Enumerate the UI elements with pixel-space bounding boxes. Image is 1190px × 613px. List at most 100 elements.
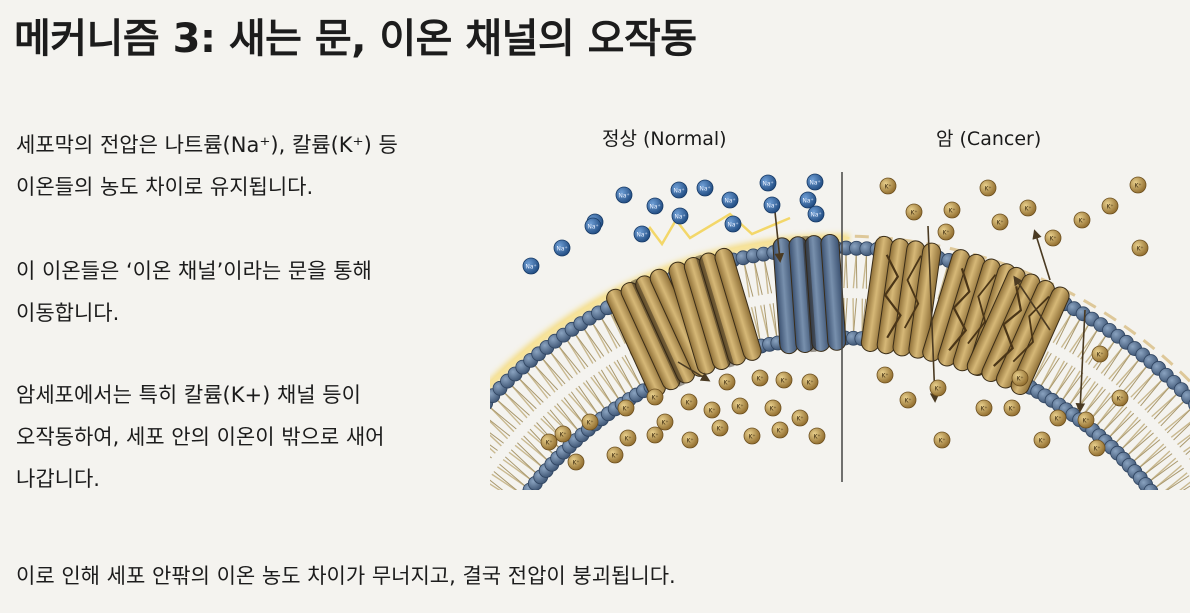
ion-label: Na⁺ <box>587 224 598 231</box>
ion-label: K⁺ <box>1134 183 1141 190</box>
lipid-tail <box>526 371 551 397</box>
lipid-tail <box>1108 410 1132 438</box>
ion-sphere <box>696 179 714 197</box>
lipid-tail <box>490 447 496 454</box>
lipid-tail <box>1055 313 1072 345</box>
k-ion: K⁺ <box>1011 369 1029 387</box>
lipid-tail <box>1069 323 1090 353</box>
ion-sphere <box>656 413 674 431</box>
ion-sphere <box>759 174 777 192</box>
ion-sphere <box>743 427 761 445</box>
lipid-tail <box>616 359 634 391</box>
ion-sphere <box>943 201 961 219</box>
k-ion: K⁺ <box>943 201 961 219</box>
ion-flow-arrow <box>677 361 711 382</box>
lipid-tail <box>1102 406 1128 432</box>
k-ion: K⁺ <box>771 421 789 439</box>
na-ion: Na⁺ <box>522 257 540 275</box>
lipid-tail <box>1072 324 1090 355</box>
k-ion: K⁺ <box>743 427 761 445</box>
lipid-tail <box>511 384 535 412</box>
lipid-tail <box>1179 481 1190 490</box>
lipid-tail <box>504 456 531 480</box>
channel-pore <box>630 278 685 387</box>
k-ion: K⁺ <box>801 373 819 391</box>
k-ion: K⁺ <box>899 391 917 409</box>
k-ion: K⁺ <box>979 179 997 197</box>
na-ion: Na⁺ <box>763 196 781 214</box>
na-ion: Na⁺ <box>721 191 739 209</box>
ion-label: Na⁺ <box>724 198 735 205</box>
lipid-tail <box>514 444 543 468</box>
ion-label: K⁺ <box>813 434 820 441</box>
ion-sphere <box>1077 411 1095 429</box>
lipid-tail <box>855 254 858 289</box>
k-ion: K⁺ <box>731 397 749 415</box>
lipid-tail <box>566 339 589 368</box>
ion-label: K⁺ <box>769 406 776 413</box>
k-ion: K⁺ <box>905 203 923 221</box>
lipid-tail <box>1100 346 1124 374</box>
ion-label: K⁺ <box>651 433 658 440</box>
ion-sphere <box>671 207 689 225</box>
ion-label: K⁺ <box>624 436 631 443</box>
ion-sphere <box>522 257 540 275</box>
lipid-tail <box>853 298 857 333</box>
lipid-tail <box>563 397 585 426</box>
lipid-tail <box>1144 450 1171 475</box>
ion-sphere <box>721 191 739 209</box>
ion-sphere <box>806 173 824 191</box>
lipid-tail <box>583 328 605 357</box>
lipid-tail <box>566 339 586 370</box>
ion-sphere <box>764 399 782 417</box>
na-ion: Na⁺ <box>799 191 817 209</box>
k-ion: K⁺ <box>1049 409 1067 427</box>
lipid-tail <box>1089 392 1111 421</box>
paragraph-line: 암세포에서는 특히 칼륨(K+) 채널 등이 <box>16 383 361 407</box>
ion-label: Na⁺ <box>727 222 738 229</box>
ion-flow-arrow <box>774 211 785 263</box>
channel-subunit <box>714 247 762 361</box>
paragraph-voltage: 세포막의 전압은 나트륨(Na⁺), 칼륨(K⁺) 등 이온들의 농도 차이로 … <box>16 124 486 208</box>
lipid-tail <box>759 305 770 339</box>
lipid-tail <box>533 364 556 393</box>
membrane-glow-line <box>490 236 850 387</box>
ion-sphere <box>905 203 923 221</box>
lipid-tail <box>1166 475 1190 490</box>
lipid-tail <box>1139 446 1167 469</box>
k-ion: K⁺ <box>540 433 558 451</box>
na-ion: Na⁺ <box>670 181 688 199</box>
k-ion: K⁺ <box>703 401 721 419</box>
ion-label: Na⁺ <box>802 198 813 205</box>
lipid-tail <box>556 403 579 431</box>
ion-sphere <box>703 401 721 419</box>
lipid-tail <box>1115 359 1140 386</box>
lipid-tail <box>608 364 627 395</box>
k-ion: K⁺ <box>975 399 993 417</box>
k-channel-normal <box>668 247 762 375</box>
ion-label: Na⁺ <box>810 212 821 219</box>
conclusion-text: 이로 인해 세포 안팎의 이온 농도 차이가 무너지고, 결국 전압이 붕괴됩니… <box>16 564 676 588</box>
na-ion: Na⁺ <box>584 217 602 235</box>
ion-sphere <box>633 225 651 243</box>
lipid-tail <box>1115 416 1139 444</box>
lipid-tail <box>1082 386 1104 416</box>
lipid-tail <box>1064 318 1081 350</box>
lipid-tail <box>1155 464 1182 489</box>
ion-label: Na⁺ <box>649 204 660 211</box>
k-ion: K⁺ <box>680 393 698 411</box>
lipid-tail <box>1133 372 1156 400</box>
lipid-tail <box>769 303 778 338</box>
ion-sphere <box>1033 431 1051 449</box>
lipid-tail <box>499 463 526 487</box>
lipid-tail <box>1140 379 1163 407</box>
lipid-tail <box>503 392 528 419</box>
lipid-tail <box>753 261 763 296</box>
ion-label: K⁺ <box>572 460 579 467</box>
ion-label: K⁺ <box>796 416 803 423</box>
ion-sphere <box>1003 399 1021 417</box>
na-ion: Na⁺ <box>759 174 777 192</box>
ion-label: Na⁺ <box>674 214 685 221</box>
lipid-tail <box>1111 353 1132 382</box>
na-ion: Na⁺ <box>633 225 651 243</box>
